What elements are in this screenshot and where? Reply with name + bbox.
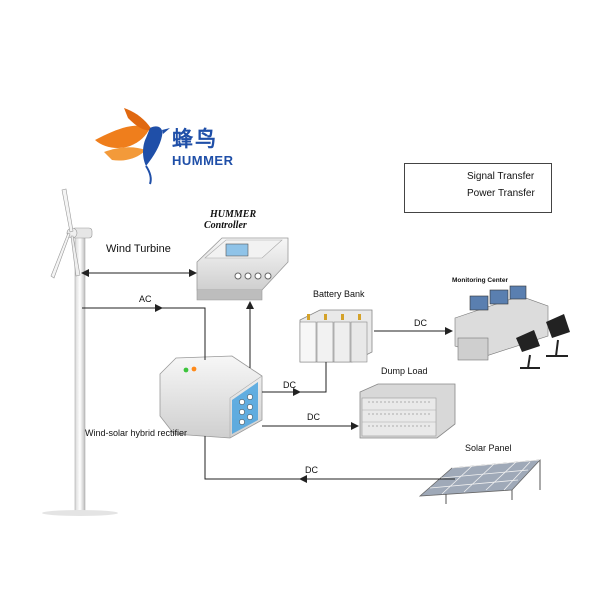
led-orange-icon xyxy=(191,366,197,372)
dump-load-label: Dump Load xyxy=(381,366,428,376)
solar-panel-icon xyxy=(418,459,542,504)
controller-device-icon xyxy=(196,237,289,301)
connection-lines xyxy=(81,269,455,483)
wind-turbine-icon xyxy=(42,188,118,516)
logo-chinese-name: 蜂鸟 xyxy=(172,127,218,151)
wind-turbine-label: Wind Turbine xyxy=(106,243,171,255)
dc-flow-label-solar: DC xyxy=(305,465,318,475)
controller-label-line1: HUMMER xyxy=(210,209,257,220)
legend-signal-label: Signal Transfer xyxy=(467,171,535,182)
hummer-bird-logo-icon xyxy=(95,108,170,185)
controller-label-line2: Controller xyxy=(204,220,247,231)
dc-flow-label-monitoring: DC xyxy=(414,318,427,328)
led-green-icon xyxy=(183,367,189,373)
ac-line xyxy=(82,307,206,360)
rectifier-device-icon xyxy=(159,355,263,439)
dc-flow-label-dumpload: DC xyxy=(307,412,320,422)
solar-panel-label: Solar Panel xyxy=(465,443,512,453)
dc-flow-label-battery: DC xyxy=(283,380,296,390)
legend-box: Signal Transfer Power Transfer xyxy=(404,163,552,213)
rectifier-label: Wind-solar hybrid rectifier xyxy=(85,428,188,438)
monitoring-center-label: Monitoring Center xyxy=(452,277,508,284)
dc-line-solar xyxy=(204,436,455,480)
ac-flow-label: AC xyxy=(139,294,152,304)
dump-load-icon xyxy=(359,383,456,439)
logo-english-name: HUMMER xyxy=(172,153,234,168)
legend-power-label: Power Transfer xyxy=(467,188,535,199)
monitoring-center-icon xyxy=(454,285,570,369)
battery-bank-icon xyxy=(299,309,373,363)
battery-bank-label: Battery Bank xyxy=(313,289,365,299)
